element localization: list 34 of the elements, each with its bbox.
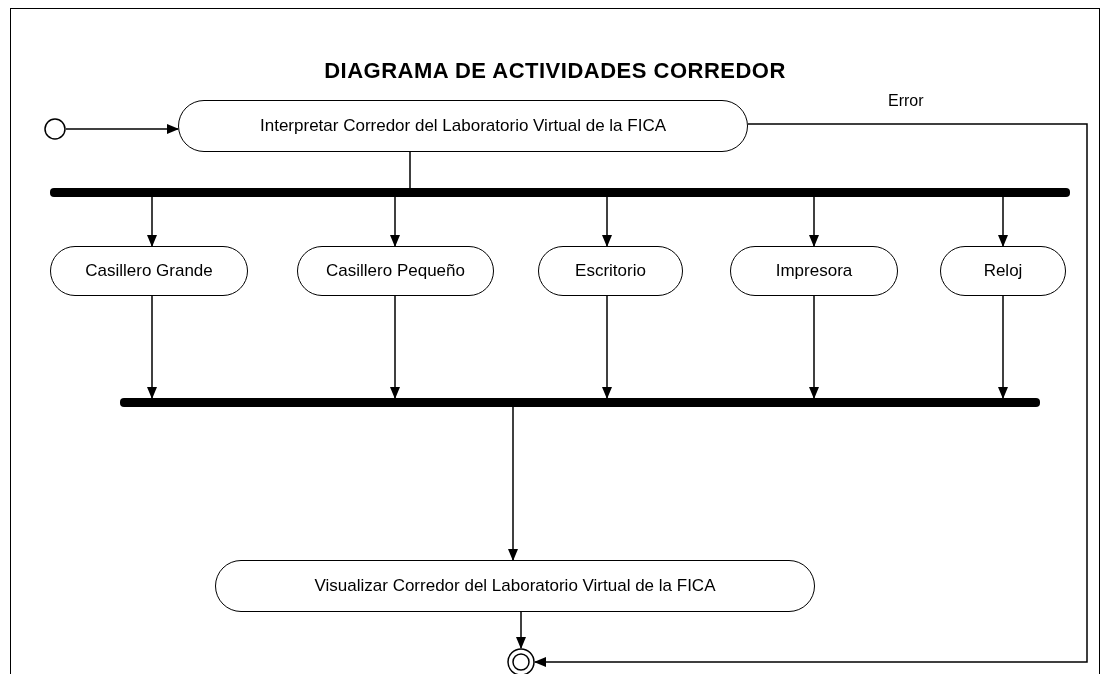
activity-label: Casillero Pequeño <box>326 261 465 281</box>
arrow <box>998 295 1008 399</box>
connector-line <box>409 151 411 189</box>
synchronization-bar <box>120 398 1040 407</box>
arrow <box>516 611 526 649</box>
arrow <box>998 196 1008 247</box>
activity-box <box>50 246 248 296</box>
synchronization-bar <box>50 188 1070 197</box>
activity-box <box>178 100 748 152</box>
activity-label: Interpretar Corredor del Laboratorio Virtual de la FICA <box>260 116 666 136</box>
activity-box <box>297 246 494 296</box>
arrow <box>534 123 1088 667</box>
activity-label: Impresora <box>775 261 853 281</box>
activity-label: Escritorio <box>575 261 646 281</box>
arrow <box>602 196 612 247</box>
activity-label: Visualizar Corredor del Laboratorio Virtual de la FICA <box>314 576 716 596</box>
arrow <box>809 196 819 247</box>
activity-box <box>730 246 898 296</box>
activity-box <box>215 560 815 612</box>
activity-box <box>940 246 1066 296</box>
activity-box <box>538 246 683 296</box>
initial-state <box>44 118 66 140</box>
activity-label: Casillero Grande <box>85 261 213 281</box>
arrow <box>508 406 518 561</box>
arrow <box>602 295 612 399</box>
arrow <box>147 295 157 399</box>
arrow <box>147 196 157 247</box>
arrow <box>809 295 819 399</box>
diagram-title: DIAGRAMA DE ACTIVIDADES CORREDOR <box>323 58 787 84</box>
final-state <box>507 648 535 674</box>
arrow <box>65 124 179 134</box>
arrow <box>390 295 400 399</box>
activity-label: Reloj <box>983 261 1023 281</box>
arrow <box>390 196 400 247</box>
